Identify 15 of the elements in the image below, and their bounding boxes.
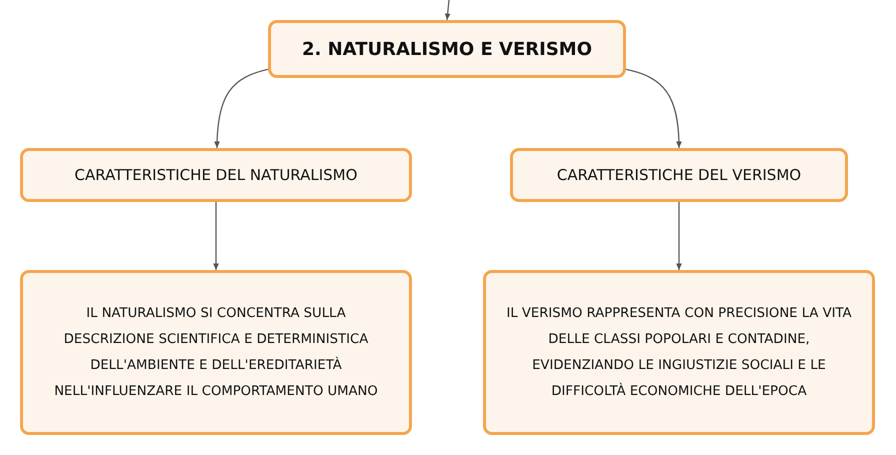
node-text: CARATTERISTICHE DEL NATURALISMO — [74, 166, 358, 184]
node-text: IL NATURALISMO SI CONCENTRA SULLA DESCRIZIONE SCIENTIFICA E DETERMINISTICA DELL'AMBIENTE E DELL'EREDITARIETÀ NELL'INFLUENZARE IL COMPORTAMENTO UMANO — [53, 304, 379, 400]
description-box — [483, 270, 875, 435]
connector-arrow — [444, 0, 450, 20]
node-text: CARATTERISTICHE DEL VERISMO — [556, 166, 802, 184]
connector-arrow — [214, 68, 268, 148]
node-text: IL VERISMO RAPPRESENTA CON PRECISIONE LA VITA DELLE CLASSI POPOLARI E CONTADINE, EVIDENZIANDO LE INGIUSTIZIE SOCIALI E LE DIFFICOLTÀ ECONOMICHE DELL'EPOCA — [505, 304, 853, 400]
node-text: 2. NATURALISMO E VERISMO — [302, 38, 592, 60]
category-box — [20, 148, 412, 202]
description-box — [20, 270, 412, 435]
connector-arrow — [676, 202, 682, 270]
connector-arrow — [213, 202, 219, 270]
connector-arrow — [626, 68, 682, 148]
title-node — [268, 20, 626, 78]
category-box — [510, 148, 848, 202]
